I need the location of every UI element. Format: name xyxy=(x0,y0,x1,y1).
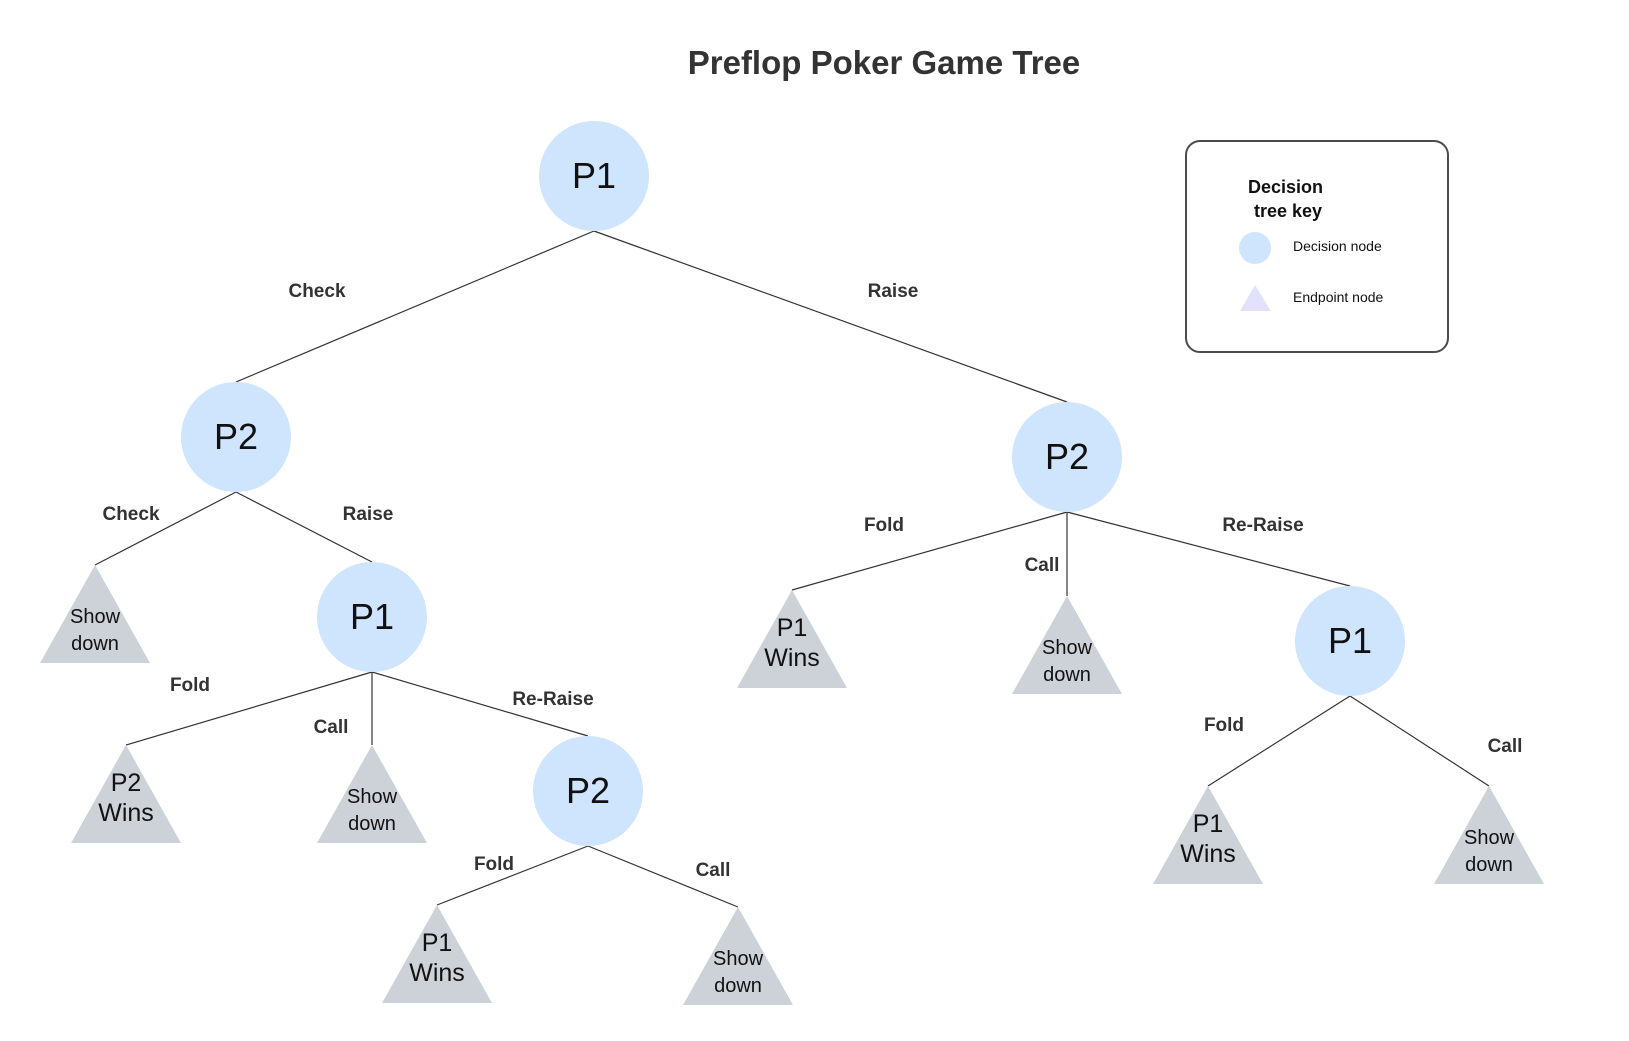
endpoint-node-label: Show xyxy=(1042,637,1093,659)
endpoint-node-triangle xyxy=(71,745,181,843)
decision-node-circle xyxy=(533,736,643,846)
endpoint-node-label: P1 xyxy=(1193,810,1224,838)
decision-node: P2 xyxy=(1012,402,1122,512)
decision-node: P2 xyxy=(181,382,291,492)
endpoint-node-label: down xyxy=(348,813,396,835)
edge-n6-e9 xyxy=(1349,695,1490,787)
endpoint-node-label: Wins xyxy=(764,644,820,672)
decision-node-label: P2 xyxy=(1045,436,1089,477)
decision-node: P1 xyxy=(317,562,427,672)
endpoint-node-label: down xyxy=(71,633,119,655)
endpoint-node-triangle xyxy=(683,907,793,1005)
edge-label: Re-Raise xyxy=(1222,515,1303,536)
endpoint-node-triangle xyxy=(317,745,427,843)
endpoint-node: Show down xyxy=(40,565,150,663)
endpoint-node-triangle xyxy=(382,905,492,1003)
edge-n1-n2 xyxy=(235,230,595,383)
legend-title-line-1: Decision xyxy=(1248,177,1323,197)
edge-n6-e8 xyxy=(1207,695,1351,787)
decision-node-label: P2 xyxy=(566,770,610,811)
legend-decision-label: Decision node xyxy=(1293,238,1382,254)
endpoint-node-label: Wins xyxy=(1180,840,1236,868)
endpoint-node-label: P1 xyxy=(422,929,453,957)
legend-endpoint-label: Endpoint node xyxy=(1293,289,1384,305)
legend-title-line-2: tree key xyxy=(1254,201,1322,221)
edge-label: Raise xyxy=(868,281,919,302)
decision-node-label: P2 xyxy=(214,416,258,457)
decision-node-circle xyxy=(317,562,427,672)
edge-label: Fold xyxy=(170,675,210,696)
endpoint-node-triangle xyxy=(1153,786,1263,884)
edge-label: Check xyxy=(102,504,159,525)
endpoint-node-label: Show xyxy=(713,948,764,970)
endpoint-node-label: Wins xyxy=(98,799,154,827)
edge-label: Call xyxy=(1025,555,1060,576)
decision-node-circle xyxy=(181,382,291,492)
edge-n5-e4 xyxy=(436,845,589,906)
decision-node-label: P1 xyxy=(1328,620,1372,661)
endpoint-node-label: down xyxy=(1043,664,1091,686)
edge-n5-e5 xyxy=(587,845,739,908)
endpoint-node-triangle xyxy=(1012,596,1122,694)
decision-node-label: P1 xyxy=(572,155,616,196)
endpoint-node: Show down xyxy=(1012,596,1122,694)
edge-label: Fold xyxy=(1204,715,1244,736)
edge-n3-n6 xyxy=(1066,511,1351,587)
edge-n1-n3 xyxy=(593,230,1068,403)
endpoint-node-triangle xyxy=(1434,786,1544,884)
edge-label: Fold xyxy=(864,515,904,536)
edge-label: Call xyxy=(696,860,731,881)
decision-node-circle xyxy=(539,121,649,231)
endpoint-node-label: Show xyxy=(70,606,121,628)
endpoint-node-label: Show xyxy=(1464,827,1515,849)
edge-n2-n4 xyxy=(235,491,373,563)
endpoint-node-label: P1 xyxy=(777,614,808,642)
decision-node: P1 xyxy=(539,121,649,231)
endpoint-node-label: Show xyxy=(347,786,398,808)
diagram-title: Preflop Poker Game Tree xyxy=(688,44,1081,81)
edge-n2-e1 xyxy=(94,491,237,566)
edge-n3-e6 xyxy=(791,511,1068,591)
endpoint-node: Show down xyxy=(683,907,793,1005)
legend-title: Decision tree key xyxy=(1248,177,1328,221)
decision-node-circle xyxy=(1295,586,1405,696)
legend: Decision tree key Decision node Endpoint… xyxy=(1185,140,1449,353)
legend-decision-icon xyxy=(1239,232,1271,264)
endpoint-node: Show down xyxy=(1434,786,1544,884)
edge-label: Fold xyxy=(474,854,514,875)
edge-label: Call xyxy=(314,717,349,738)
decision-node: P2 xyxy=(533,736,643,846)
endpoint-node-triangle xyxy=(40,565,150,663)
endpoint-node-label: down xyxy=(714,975,762,997)
endpoint-node-label: down xyxy=(1465,854,1513,876)
endpoint-node-label: Wins xyxy=(409,959,465,987)
decision-node: P1 xyxy=(1295,586,1405,696)
edge-n4-e2 xyxy=(125,671,373,746)
endpoint-node-triangle xyxy=(737,590,847,688)
edge-label: Check xyxy=(288,281,345,302)
legend-endpoint-icon xyxy=(1240,285,1271,311)
edge-label: Re-Raise xyxy=(512,689,593,710)
decision-node-label: P1 xyxy=(350,596,394,637)
endpoint-node-label: P2 xyxy=(111,769,142,797)
edge-label: Raise xyxy=(343,504,394,525)
decision-node-circle xyxy=(1012,402,1122,512)
endpoint-node: Show down xyxy=(317,745,427,843)
edge-n4-n5 xyxy=(371,671,589,737)
edge-label: Call xyxy=(1488,736,1523,757)
